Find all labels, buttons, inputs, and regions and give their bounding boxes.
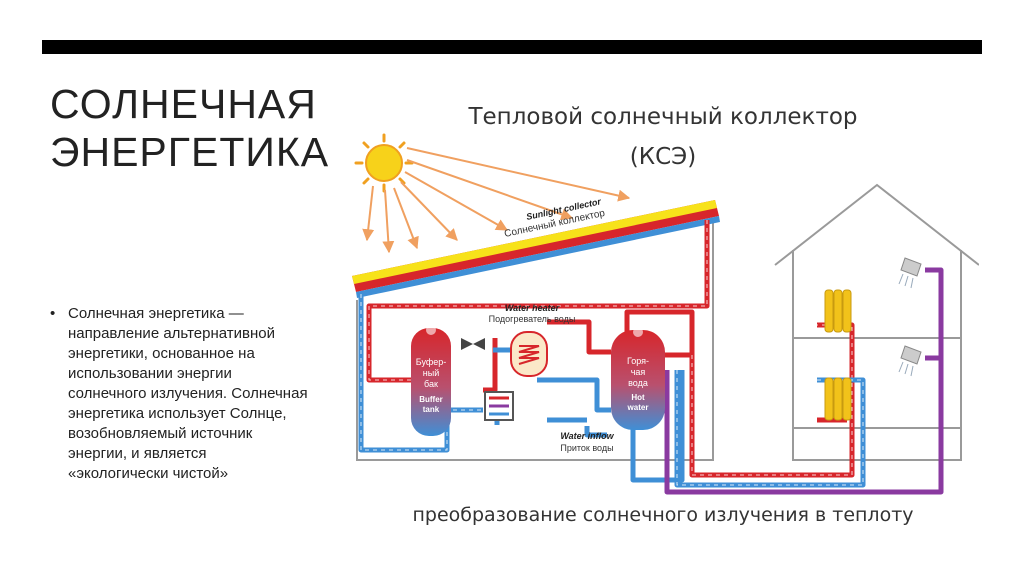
buffer-tank-label-ru-3: бак <box>424 379 438 389</box>
top-rule <box>42 40 982 54</box>
sun-rays <box>362 147 631 254</box>
diagram-subtitle: (КСЭ) <box>629 144 697 170</box>
water-heater-label-ru: Подогреватель воды <box>489 314 576 324</box>
solar-collector <box>352 200 720 298</box>
water-heater-label-en: Water heater <box>505 303 560 313</box>
heat-exchanger-icon <box>484 391 514 421</box>
buffer-tank-label-en-1: Buffer <box>419 395 443 404</box>
radiator-lower <box>824 377 852 421</box>
building-outline <box>356 220 714 461</box>
radiator-upper <box>824 289 852 333</box>
hot-water-tank-label-ru-1: Горя- <box>627 356 649 366</box>
house-outline <box>774 183 979 461</box>
bullet-list: Солнечная энергетика — направление альте… <box>50 304 308 484</box>
water-heater <box>510 331 548 377</box>
water-inflow-label-en: Water inflow <box>560 431 614 441</box>
hot-water-tank-label-ru-3: вода <box>628 378 648 388</box>
hot-water-tank-label-ru-2: чая <box>631 367 646 377</box>
buffer-tank-label-en-2: tank <box>423 405 440 414</box>
return-pipes <box>664 267 944 495</box>
hot-water-tank <box>611 327 665 430</box>
hot-water-tank-label-en-1: Hot <box>631 393 645 402</box>
buffer-tank <box>411 325 451 436</box>
buffer-tank-label-ru-2: ный <box>423 368 439 378</box>
buffer-tank-label-ru-1: Буфер- <box>416 357 447 367</box>
diagram-title: Тепловой солнечный коллектор <box>468 104 858 130</box>
slide-title: СОЛНЕЧНАЯ ЭНЕРГЕТИКА <box>50 81 330 175</box>
diagram-caption: преобразование солнечного излучения в те… <box>412 504 914 526</box>
sun-icon <box>354 133 414 193</box>
shower-upper-icon <box>898 257 922 289</box>
hot-water-tank-label-en-2: water <box>627 403 649 412</box>
water-inflow-label-ru: Приток воды <box>560 443 613 453</box>
shower-lower-icon <box>898 345 922 377</box>
solar-collector-diagram: Sunlight collector Солнечный коллектор <box>347 80 979 532</box>
bullet-item: Солнечная энергетика — направление альте… <box>50 304 308 484</box>
valve-icon <box>461 338 485 350</box>
